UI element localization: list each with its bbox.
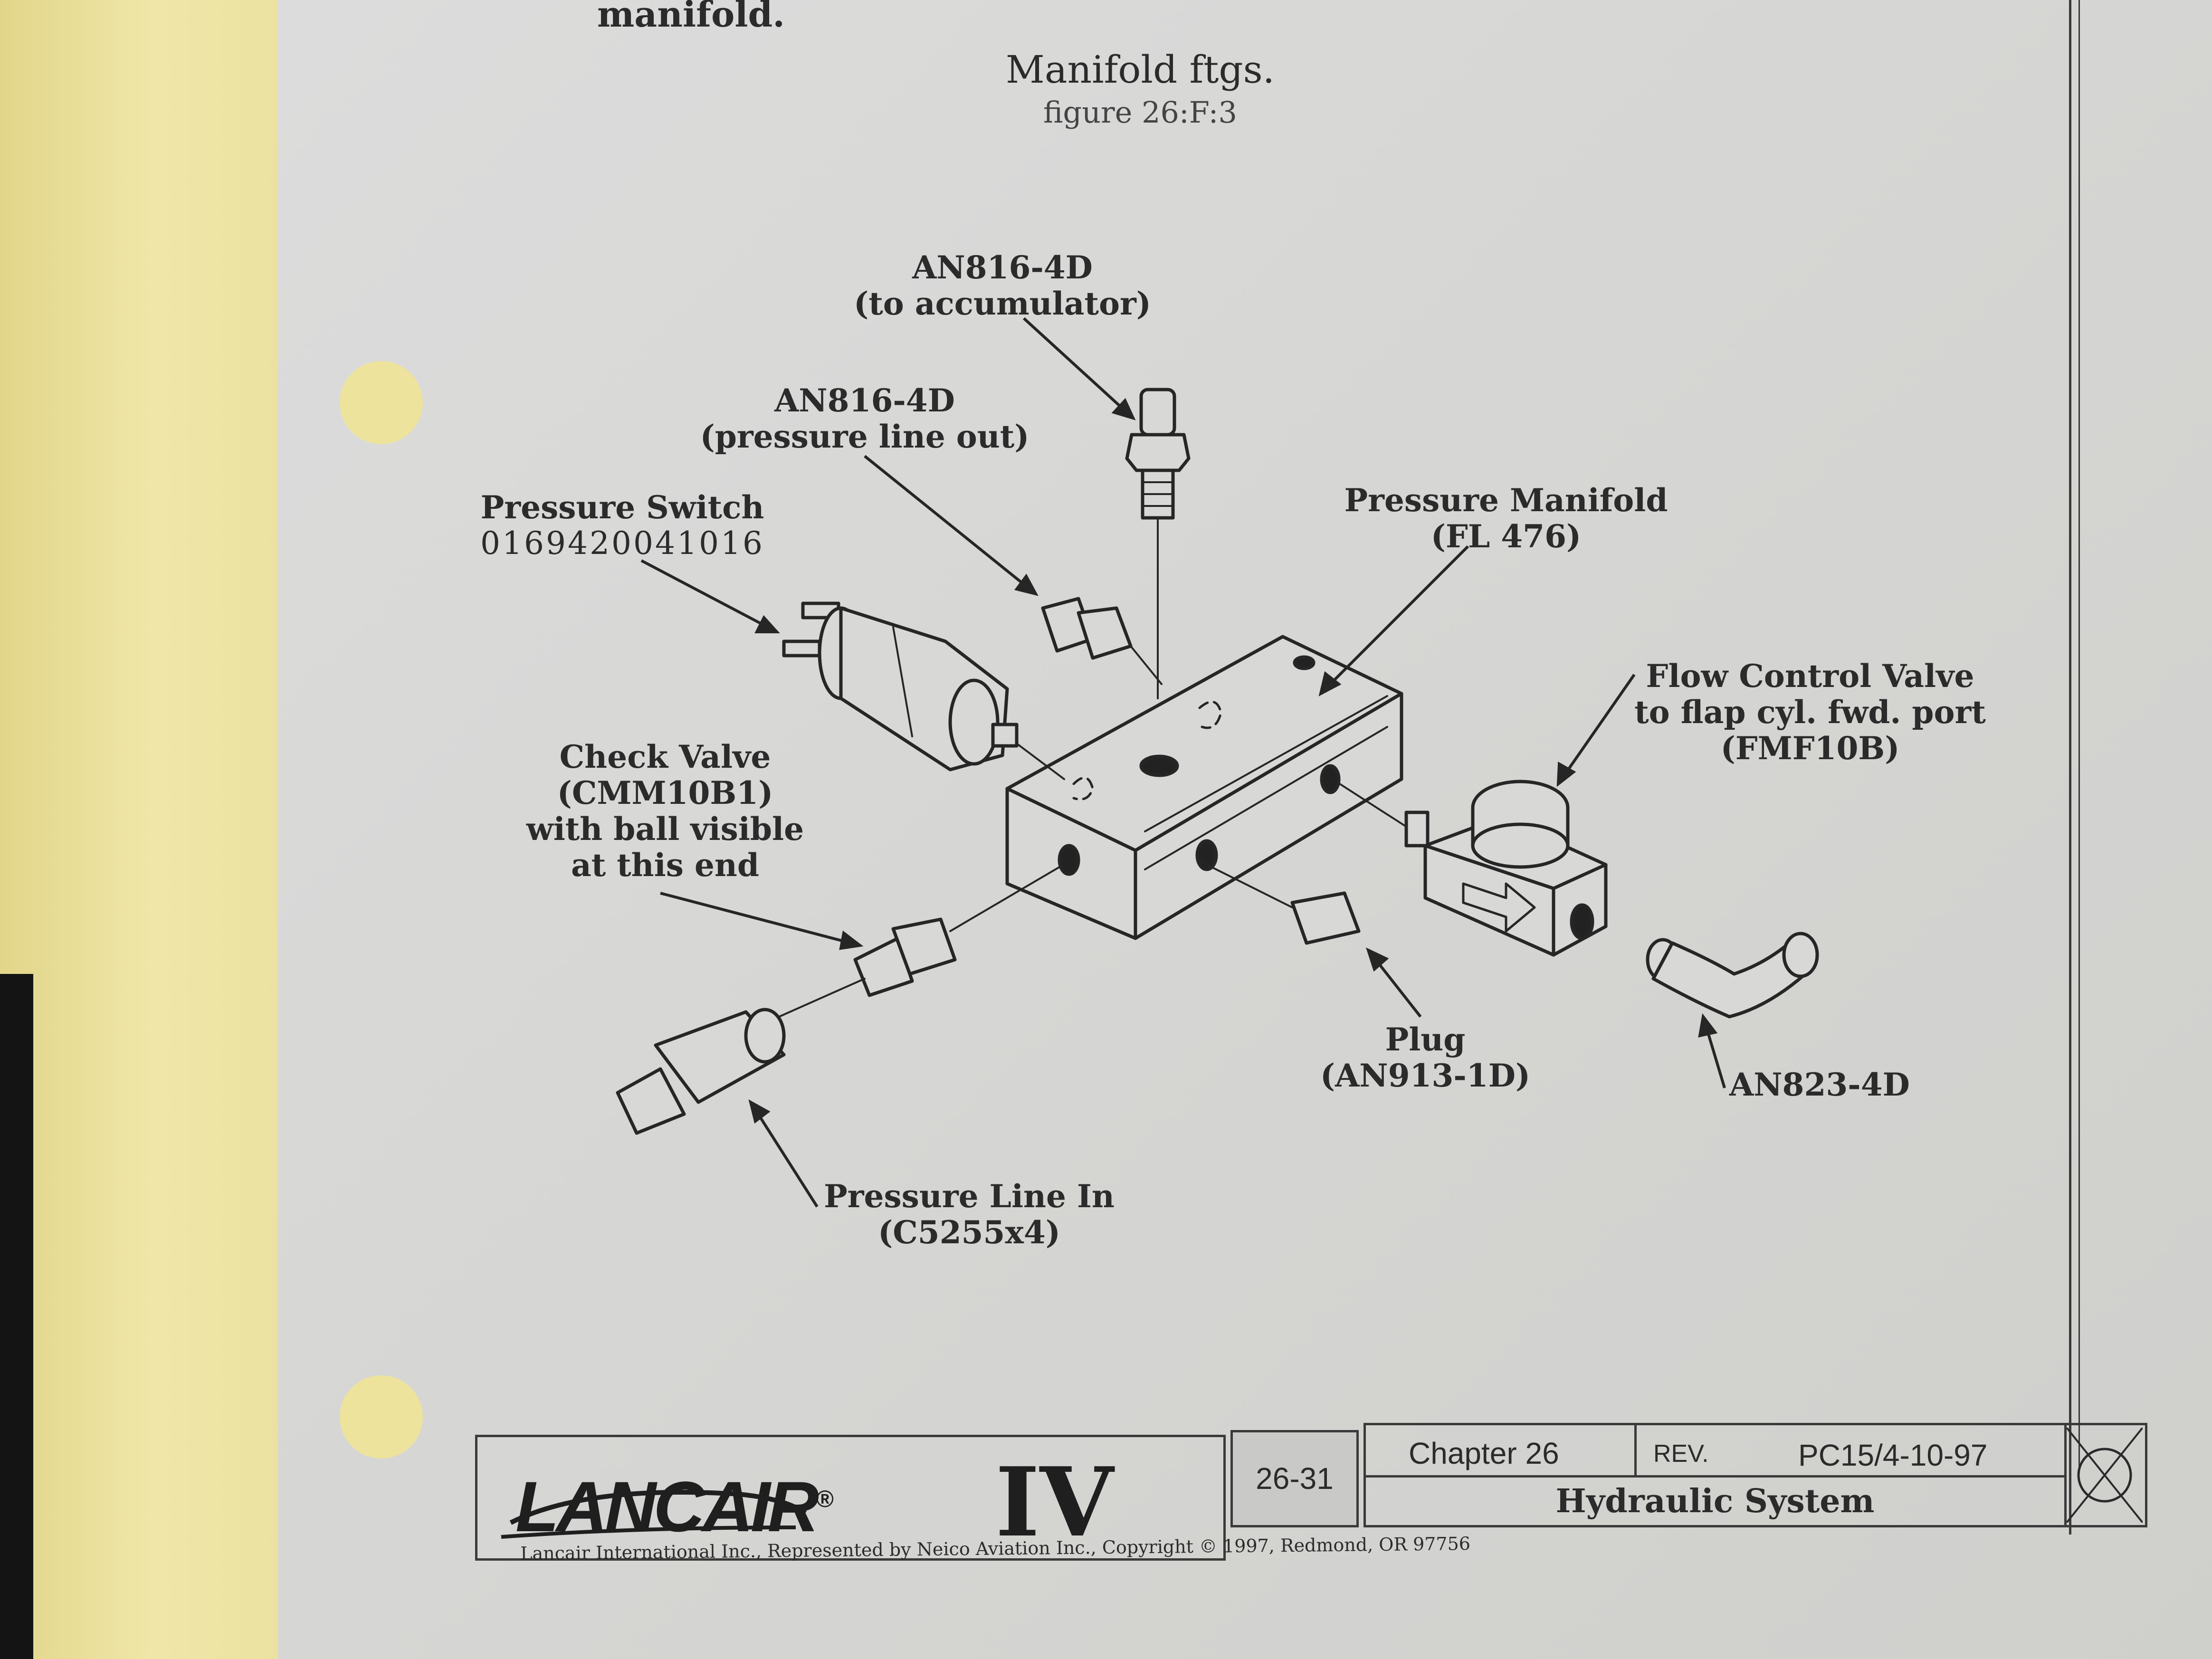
callout-check-valve-line3: with ball visible	[526, 810, 804, 848]
flow-control-valve	[1339, 780, 1608, 957]
callout-flow-control-line1: Flow Control Valve	[1646, 658, 1974, 695]
punch-hole-top	[340, 361, 423, 444]
callout-accumulator-desc: (to accumulator)	[853, 285, 1151, 322]
callout-pressure-switch-name: Pressure Switch	[480, 489, 764, 526]
callout-pressure-line-out: AN816-4D (pressure line out)	[684, 382, 1045, 455]
rev-label: REV.	[1653, 1440, 1709, 1468]
callout-flow-control-line2: to flap cyl. fwd. port	[1634, 694, 1986, 731]
footer-logo-box: LANCAIR® IV	[475, 1435, 1226, 1561]
callout-an823: AN823-4D	[1729, 1066, 1910, 1103]
pressure-manifold-block	[1005, 635, 1403, 940]
figure-title: Manifold ftgs.	[1005, 48, 1275, 92]
callout-accumulator-part: AN816-4D	[912, 249, 1093, 286]
background-shadow	[0, 974, 33, 1659]
callout-check-valve-line4: at this end	[571, 847, 760, 884]
an816-accumulator-fitting	[1125, 388, 1191, 699]
callout-check-valve-line1: Check Valve	[559, 738, 771, 775]
registered-mark: ®	[816, 1486, 834, 1512]
an823-elbow	[1646, 932, 1819, 1019]
callout-pressure-manifold-name: Pressure Manifold	[1344, 482, 1668, 519]
figure-reference: figure 26:F:3	[1043, 95, 1237, 130]
section-title: Hydraulic System	[1555, 1482, 1875, 1520]
chapter-label: Chapter 26	[1409, 1436, 1559, 1470]
callout-accumulator: AN816-4D (to accumulator)	[836, 249, 1169, 322]
callout-pressure-line-out-part: AN816-4D	[774, 382, 955, 419]
callout-pressure-line-in-name: Pressure Line In	[824, 1178, 1115, 1215]
callout-plug: Plug (AN913-1D)	[1302, 1021, 1549, 1094]
an816-pressure-out-fitting	[1041, 597, 1163, 685]
check-valve	[853, 866, 1060, 997]
page-number: 26-31	[1256, 1461, 1334, 1496]
plug-fitting	[1196, 859, 1361, 945]
chapter-box: Chapter 26 REV. PC15/4-10-97 Hydraulic S…	[1363, 1423, 2147, 1527]
callout-flow-control-valve: Flow Control Valve to flap cyl. fwd. por…	[1615, 658, 2005, 766]
binder-strip	[0, 0, 280, 1659]
manual-page: manifold. Manifold ftgs. figure 26:F:3	[278, 0, 2212, 1659]
chapter-divider-h	[1366, 1475, 2064, 1478]
logo-swoosh-icon	[501, 1490, 807, 1539]
pressure-line-in-fitting	[616, 978, 866, 1135]
punch-hole-bottom	[340, 1375, 423, 1459]
callout-plug-name: Plug	[1385, 1021, 1466, 1058]
callout-pressure-line-out-desc: (pressure line out)	[700, 418, 1030, 455]
callout-pressure-switch-part: 0169420041016	[480, 525, 764, 562]
chapter-divider-v	[1634, 1425, 1637, 1475]
callout-pressure-line-in-part: (C5255x4)	[878, 1214, 1060, 1251]
registration-target-icon	[2067, 1428, 2143, 1523]
callout-pressure-manifold-part: (FL 476)	[1430, 518, 1582, 555]
leader-arrows	[640, 317, 1726, 1208]
callout-pressure-switch: Pressure Switch 0169420041016	[456, 489, 789, 562]
callout-plug-part: (AN913-1D)	[1320, 1057, 1531, 1094]
page-border-right-outer	[2079, 0, 2080, 1473]
callout-pressure-manifold: Pressure Manifold (FL 476)	[1325, 482, 1687, 554]
callout-check-valve: Check Valve (CMM10B1) with ball visible …	[504, 739, 827, 883]
top-text-fragment: manifold.	[597, 0, 785, 35]
pressure-switch	[782, 601, 1065, 780]
callout-check-valve-line2: (CMM10B1)	[557, 774, 773, 811]
callout-flow-control-part: (FMF10B)	[1720, 730, 1900, 767]
rev-value: PC15/4-10-97	[1798, 1438, 1988, 1472]
page-number-box: 26-31	[1230, 1430, 1359, 1527]
callout-pressure-line-in: Pressure Line In (C5255x4)	[817, 1178, 1121, 1250]
page-border-right	[2069, 0, 2071, 1535]
model-number: IV	[995, 1447, 1114, 1558]
corner-divider	[2064, 1425, 2067, 1525]
